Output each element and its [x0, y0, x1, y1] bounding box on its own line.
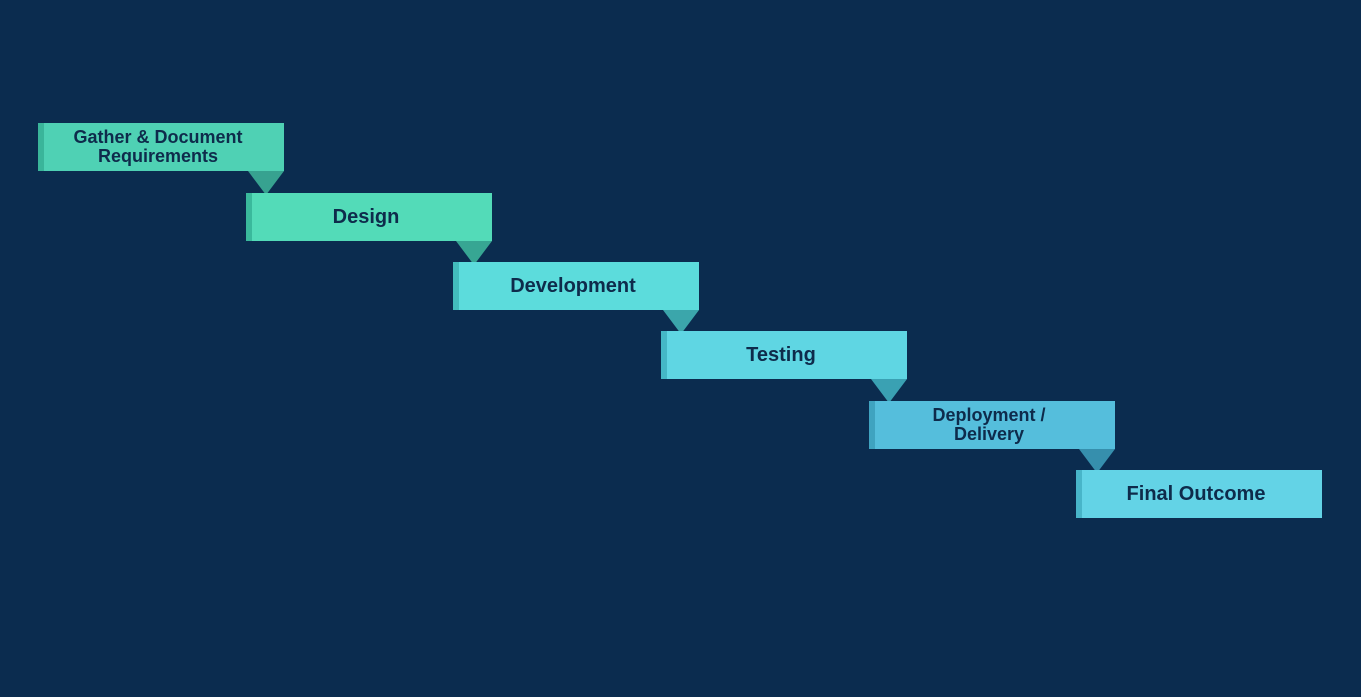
- step-label: Development: [510, 274, 636, 297]
- step-label: Final Outcome: [1126, 482, 1266, 505]
- step-deployment-delivery: Deployment / Delivery: [869, 401, 1115, 473]
- step-fold-arrow: [871, 379, 907, 403]
- step-accent-bar: [1076, 470, 1080, 518]
- step-fold-arrow: [456, 241, 492, 265]
- step-label: Deployment / Delivery: [932, 405, 1046, 444]
- step-development: Development: [453, 262, 699, 334]
- step-fold-arrow: [1079, 449, 1115, 473]
- step-label: Design: [332, 205, 400, 228]
- step-testing: Testing: [661, 331, 907, 403]
- step-fold-arrow: [663, 310, 699, 334]
- step-accent-bar: [246, 193, 250, 241]
- step-accent-bar: [661, 331, 665, 379]
- step-design: Design: [246, 193, 492, 265]
- step-fold-arrow: [248, 171, 284, 195]
- step-gather-document-requirements: Gather & Document Requirements: [38, 123, 284, 195]
- step-accent-bar: [38, 123, 42, 171]
- step-accent-bar: [453, 262, 457, 310]
- step-label: Gather & Document Requirements: [73, 127, 243, 166]
- step-final-outcome: Final Outcome: [1076, 470, 1322, 518]
- step-label: Testing: [746, 343, 816, 366]
- step-accent-bar: [869, 401, 873, 449]
